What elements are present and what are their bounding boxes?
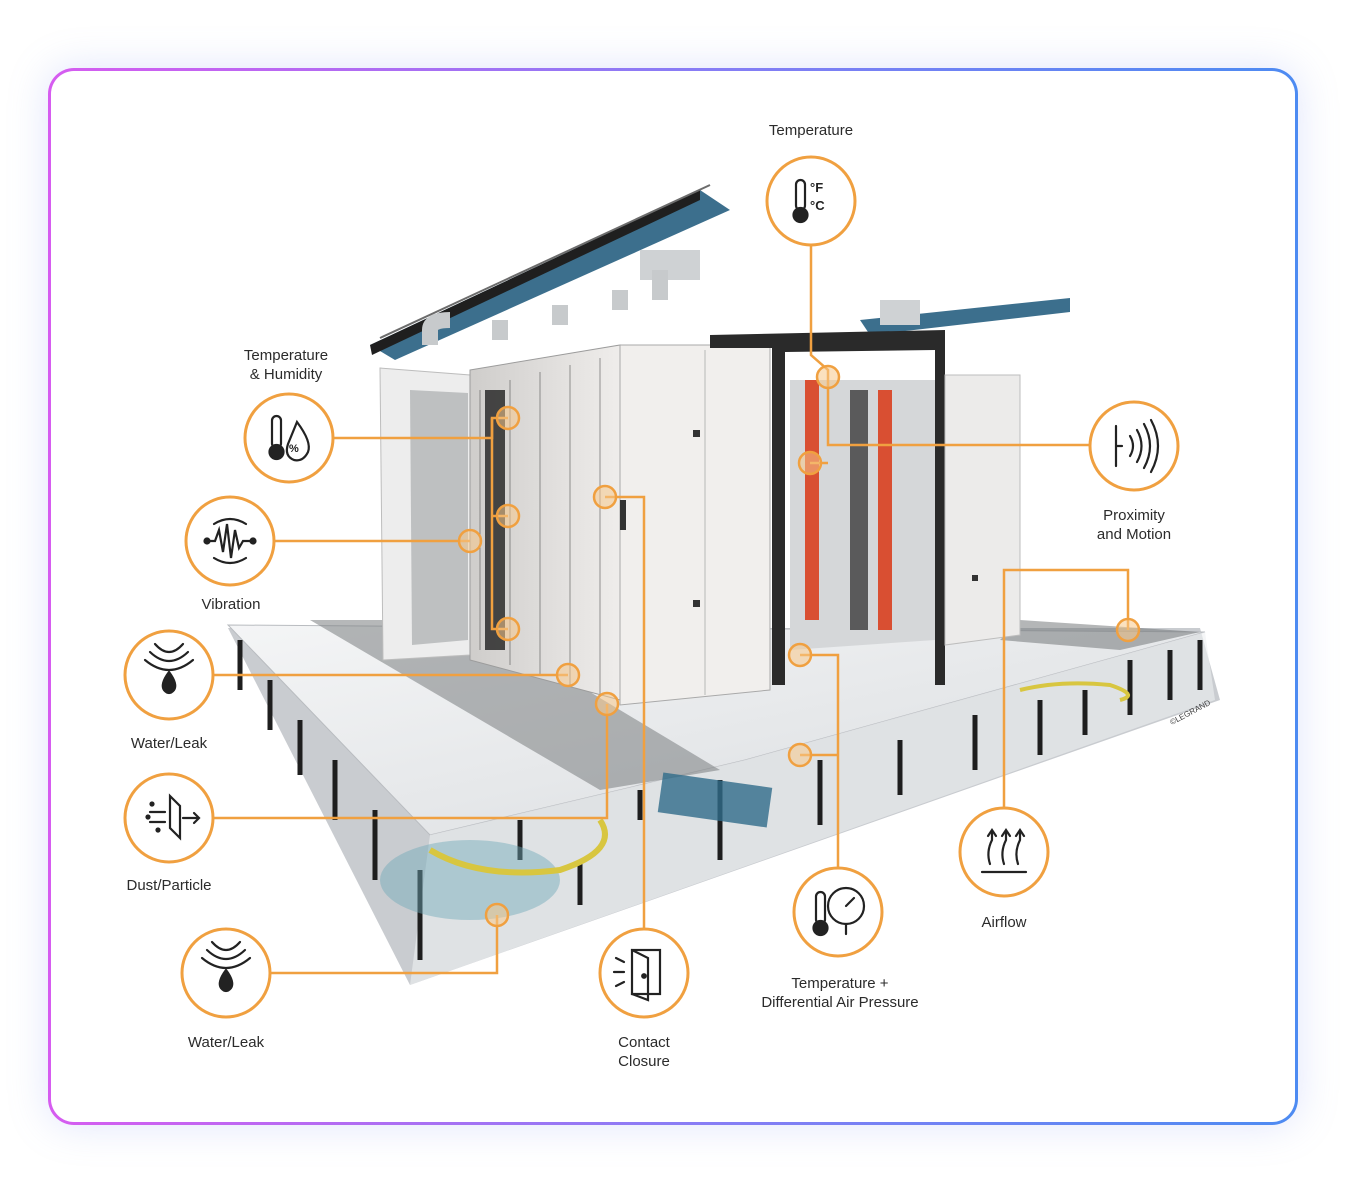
overhead-cable-tray xyxy=(370,184,1070,360)
thermometer-fahrenheit-celsius-icon: °F °C xyxy=(792,178,825,224)
dust-filter-icon xyxy=(145,793,201,841)
water-drop-icon xyxy=(200,940,252,993)
label-airflow: Airflow xyxy=(981,914,1027,931)
raised-floor xyxy=(226,620,1220,985)
label-dust-particle: Dust/Particle xyxy=(126,877,212,894)
vibration-icon xyxy=(203,517,257,565)
label-vibration: Vibration xyxy=(201,596,261,613)
label-temperature-pressure: Temperature + Differential Air Pressure xyxy=(761,975,919,1011)
label-water-leak-2: Water/Leak xyxy=(187,1034,265,1051)
label-temperature-humidity: Temperature & Humidity xyxy=(243,347,329,383)
thermometer-humidity-icon: % xyxy=(268,414,310,462)
airflow-icon xyxy=(980,828,1028,874)
thermometer-gauge-icon xyxy=(812,886,866,937)
door-contact-icon xyxy=(612,948,662,1002)
label-temperature: Temperature xyxy=(768,122,854,139)
svg-text:%: % xyxy=(289,443,299,455)
proximity-wave-icon xyxy=(1114,418,1160,474)
water-drop-icon xyxy=(143,642,195,695)
sensor-dots xyxy=(457,364,1141,928)
label-proximity-motion: Proximity and Motion xyxy=(1096,507,1172,543)
svg-text:°C: °C xyxy=(810,198,825,213)
svg-text:°F: °F xyxy=(810,180,823,195)
label-contact-closure: Contact Closure xyxy=(618,1034,670,1070)
server-rack-row xyxy=(379,330,1021,706)
label-water-leak-1: Water/Leak xyxy=(130,735,208,752)
